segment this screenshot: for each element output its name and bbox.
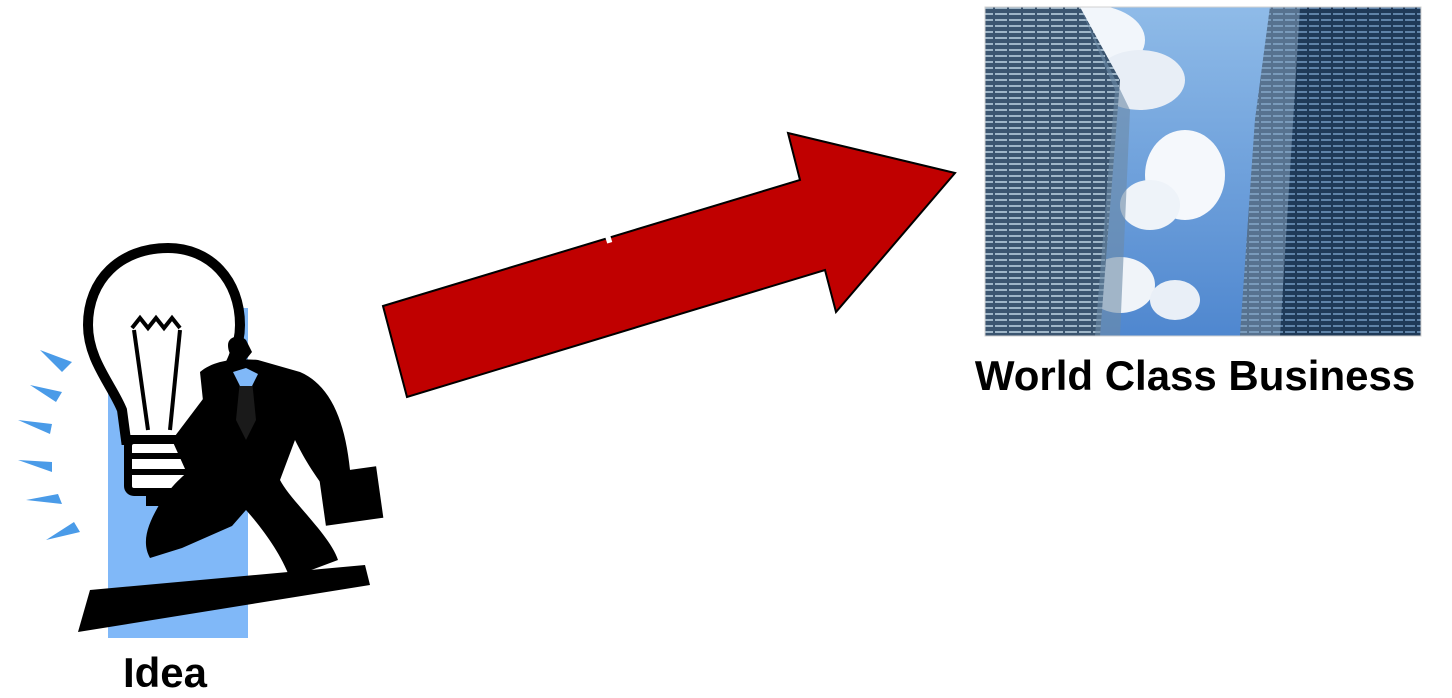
business-label: World Class Business [974, 352, 1416, 399]
photo-frame [984, 6, 1422, 337]
businessman-lightbulb-icon [18, 242, 384, 638]
arrow-right-icon [381, 131, 957, 399]
businessman-silhouette [78, 336, 384, 632]
skyscrapers-photo [985, 7, 1421, 336]
shirt-collar [233, 368, 258, 386]
idea-label: Idea [122, 649, 208, 696]
spark-marks [18, 350, 80, 540]
